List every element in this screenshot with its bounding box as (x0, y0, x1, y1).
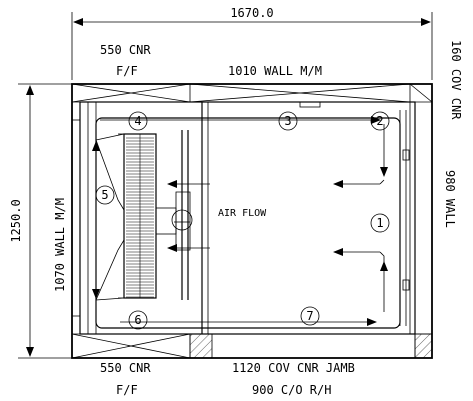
bottom-opening-label: 900 C/O R/H (252, 383, 331, 397)
bottom-left-corner-label: 550 CNR (100, 361, 151, 375)
right-frame (399, 102, 416, 334)
fan (155, 130, 193, 300)
top-wall-label: 1010 WALL M/M (228, 64, 322, 78)
bottom-left-ff-label: F/F (116, 383, 138, 397)
overall-width-label: 1670.0 (230, 6, 273, 20)
callout-4: 4 (128, 111, 148, 131)
callout-6-number: 6 (134, 313, 141, 327)
overall-width-dimension: 1670.0 (71, 6, 433, 80)
left-wall-label: 1070 WALL M/M (53, 198, 67, 292)
diffuser-wedge (95, 133, 125, 301)
callout-5: 5 (95, 185, 115, 205)
callout-7-number: 7 (306, 309, 313, 323)
callout-1-number: 1 (376, 216, 383, 230)
callout-6: 6 (128, 310, 148, 330)
air-flow-label: AIR FLOW (218, 208, 267, 219)
callout-3-number: 3 (284, 114, 291, 128)
airflow-arrows (92, 116, 388, 326)
top-left-ff-label: F/F (116, 64, 138, 78)
callout-3: 3 (278, 111, 298, 131)
bottom-jamb-label: 1120 COV CNR JAMB (232, 361, 355, 375)
overall-height-label: 1250.0 (9, 199, 23, 242)
right-wall-label: 980 WALL (443, 170, 457, 228)
interior-partition (201, 102, 209, 334)
callout-5-number: 5 (101, 188, 108, 202)
callout-1: 1 (370, 213, 390, 233)
top-frame-braces (71, 83, 433, 108)
overall-height-dimension: 1250.0 (9, 83, 72, 359)
callout-4-number: 4 (134, 114, 141, 128)
coil (118, 133, 157, 299)
bottom-frame-braces (71, 333, 433, 359)
top-left-corner-label: 550 CNR (100, 43, 151, 57)
callout-2: 2 (370, 111, 390, 131)
airflow-path-outline (95, 117, 401, 329)
callout-7: 7 (300, 306, 320, 326)
callout-2-number: 2 (376, 114, 383, 128)
left-frame (72, 102, 97, 334)
right-corner-label: 160 COV CNR (449, 40, 463, 120)
